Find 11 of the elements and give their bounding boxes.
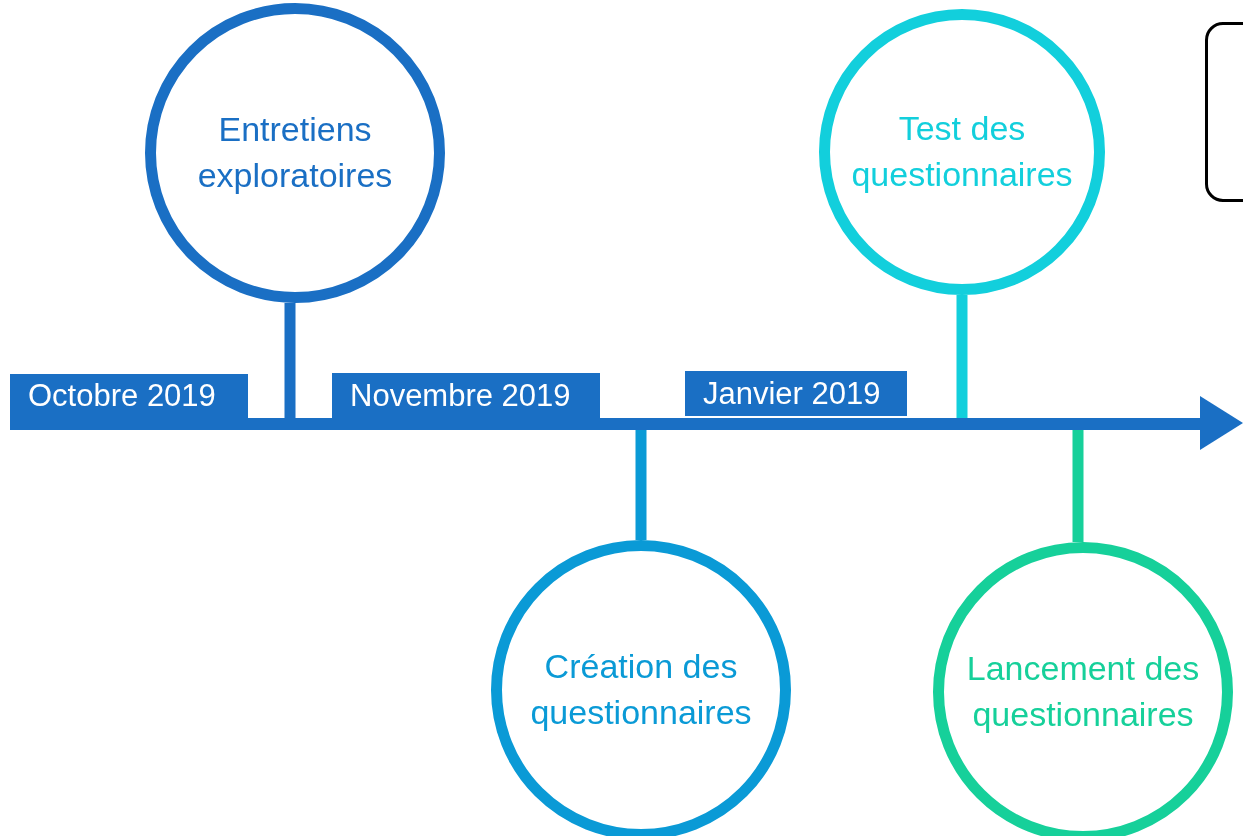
connector-line <box>956 295 968 418</box>
date-label: Octobre 2019 <box>10 374 248 418</box>
date-label: Novembre 2019 <box>332 373 600 418</box>
milestone-text: Création des questionnaires <box>529 646 753 733</box>
milestone-text: Lancement des questionnaires <box>965 648 1201 735</box>
milestone-text: Test des questionnaires <box>850 108 1074 195</box>
connector-line <box>284 303 296 418</box>
connector-line <box>1072 430 1084 542</box>
connector-line <box>635 430 647 540</box>
date-label: Janvier 2019 <box>685 371 907 416</box>
milestone-text: Entretiens exploratoires <box>196 109 394 196</box>
